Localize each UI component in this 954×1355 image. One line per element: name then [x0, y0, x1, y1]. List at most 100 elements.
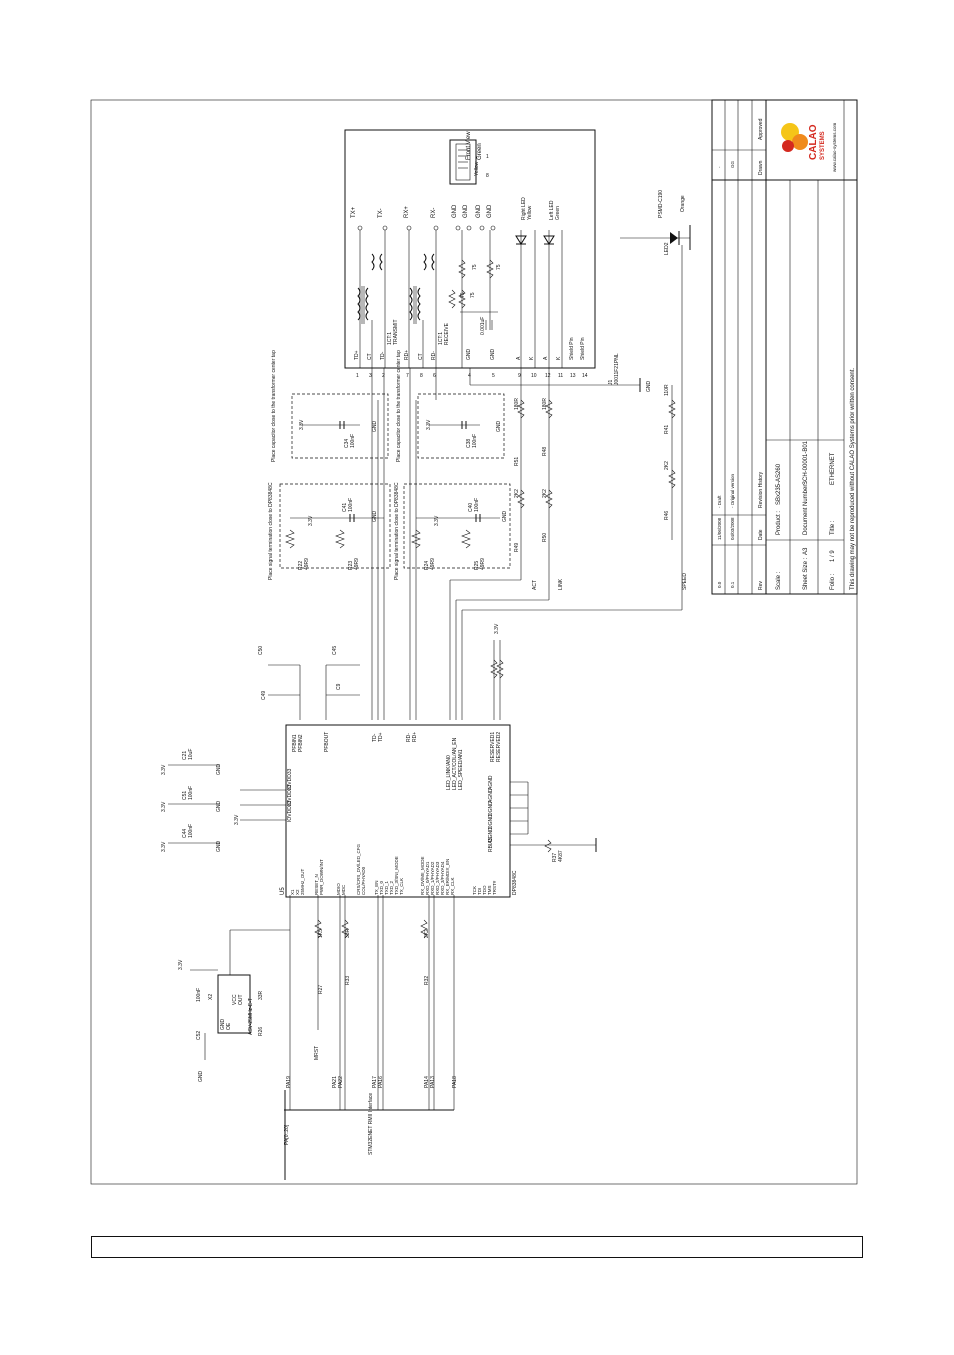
- r48-ref: R48: [542, 447, 548, 456]
- gnd-label: GND: [372, 511, 378, 523]
- right-led-color: Yellow: [527, 205, 533, 220]
- r32-ref: R32: [424, 976, 430, 985]
- chip-u5: U5 DP83848C IOVDD33 IOVDD33 IOVDD33 PFBI…: [258, 623, 597, 898]
- revision-rev: 0.0: [717, 581, 722, 588]
- scale-label: Scale :: [776, 571, 782, 590]
- transmit-label: TRANSMIT: [393, 319, 399, 345]
- pin-a-1: A: [516, 356, 522, 360]
- pin-td-plus: TD+: [354, 350, 360, 360]
- chip-pin-label: TDO: [482, 885, 487, 895]
- gnd-label: GND: [372, 421, 378, 433]
- title-block: Rev Date Revision History Drawn Approved…: [711, 99, 858, 595]
- pin-ct-tx: CT: [367, 353, 373, 360]
- osc-ref: X2: [208, 994, 214, 1000]
- transformer-rx: [408, 230, 437, 368]
- r41-ref: R41: [664, 425, 670, 434]
- pin-a-2: A: [543, 356, 549, 360]
- product-value: SBx235-AS260: [776, 463, 782, 505]
- chip-pin-label: IOVDD33: [287, 800, 293, 822]
- net-label: PA16: [378, 1076, 384, 1088]
- revision-rev: 0.1: [730, 581, 735, 588]
- folio-value: 1 / 9: [830, 550, 836, 562]
- green-label: Green: [477, 143, 483, 160]
- chip-pin-label: RESERVED1: [490, 732, 496, 762]
- sheet-size-value: A3: [803, 547, 809, 555]
- label-tx-minus: TX-: [378, 208, 384, 218]
- r37-value: 4K87: [558, 850, 564, 862]
- r46-ref: R46: [664, 511, 670, 520]
- drawing-frame: [90, 99, 858, 1185]
- chip-pin-label: AGND: [488, 775, 494, 790]
- led-resistors: R51 180R R48 180R R49 2K2 R50 2K2 R41 11…: [449, 368, 688, 720]
- title-block-frame: [711, 99, 858, 595]
- oscillator-box: [217, 974, 251, 1034]
- chip-pin-label: PFBOUT: [324, 732, 330, 752]
- gnd-label: GND: [198, 1071, 204, 1083]
- pin-num: 8: [420, 373, 423, 379]
- pin-num: 1: [356, 373, 359, 379]
- revision-drawn: -: [717, 166, 722, 168]
- cap-value: 100nF: [188, 824, 194, 838]
- date-header: Date: [758, 529, 764, 540]
- chip-pin-label: PFBIN1: [292, 734, 298, 752]
- chip-part: DP83848C: [512, 870, 518, 895]
- chip-pin-label: AGND: [488, 788, 494, 803]
- note-term-rx: Place signal termination close to DP8384…: [394, 482, 400, 580]
- chip-ref: U5: [280, 887, 286, 895]
- connector-j1: Front View Green 8 1 Yellow: [344, 129, 652, 392]
- label-gnd-1: GND: [452, 204, 458, 218]
- chip-pin-label: CRS/CRS_DV/LED_CFG: [356, 843, 361, 895]
- net-label: PA14: [424, 1076, 430, 1088]
- c40-ref: C40: [468, 503, 474, 512]
- left-led-title: Left LED: [549, 200, 555, 220]
- r49-value: 2K2: [514, 489, 520, 498]
- r23-value: 49R9: [354, 558, 360, 570]
- net-label: PA17: [372, 1076, 378, 1088]
- led2-ref: LED2: [664, 242, 670, 255]
- pin-k-2: K: [556, 356, 562, 360]
- chip-pin-label: TXD_1: [384, 880, 389, 895]
- pin-num: 3: [369, 373, 372, 379]
- net-label: PA21: [332, 1076, 338, 1088]
- r27-value: 1K5: [318, 929, 324, 938]
- link-net: LINK: [558, 578, 564, 590]
- revision-date: 04/03/2008: [730, 517, 735, 540]
- c34-ref: C34: [344, 439, 350, 448]
- chip-pin-label: RXD_3/PHYAD4: [440, 861, 445, 895]
- bus-note: STM32ENET RMII Interface: [368, 1093, 374, 1155]
- rj45-port: [455, 143, 471, 181]
- chip-pin-label: TXD_3/SNI_MODE: [394, 856, 399, 895]
- chip-pin-label: RXD_1/PHYAD2: [430, 861, 435, 895]
- r22-value: 49R9: [304, 558, 310, 570]
- gnd-label: GND: [216, 801, 222, 813]
- v33-label: 3.3V: [161, 801, 167, 812]
- chip-outline: [285, 724, 511, 898]
- pin-num: 5: [492, 373, 495, 379]
- pin-1-label: 1: [486, 154, 489, 160]
- chip-pin-label: TX_EN: [374, 880, 379, 895]
- chip-pin-label: IOVDD33: [287, 768, 293, 790]
- net-label: PA22: [338, 1076, 344, 1088]
- cap-ref: C50: [258, 646, 264, 655]
- chip-pin-label: LED_SPEED/AN1: [458, 749, 464, 790]
- chip-pin-label: TXD_0: [379, 880, 384, 895]
- v33-label: 3.3V: [161, 841, 167, 852]
- rmii-bus: PA[0..20] STM32ENET RMII Interface MRST …: [284, 895, 458, 1180]
- document-label: Document Number :: [803, 481, 809, 535]
- folio-label: Folio :: [830, 573, 836, 590]
- rj45-front-view: [449, 139, 477, 185]
- shield-pin-1: Shield Pin: [569, 337, 575, 360]
- note-term-tx: Place signal termination close to DP8384…: [268, 482, 274, 580]
- gnd-label: GND: [502, 511, 508, 523]
- r48-value: 180R: [542, 398, 548, 410]
- tx-ratio-label: 1CT:1: [387, 332, 393, 345]
- pin-num: 13: [570, 373, 576, 379]
- osc-cap-ref: C52: [196, 1031, 202, 1040]
- chip-pin-label: DGND: [488, 801, 494, 816]
- osc-pin: VCC: [232, 994, 238, 1005]
- footer-box: [91, 1236, 863, 1258]
- cap-ref: C45: [332, 646, 338, 655]
